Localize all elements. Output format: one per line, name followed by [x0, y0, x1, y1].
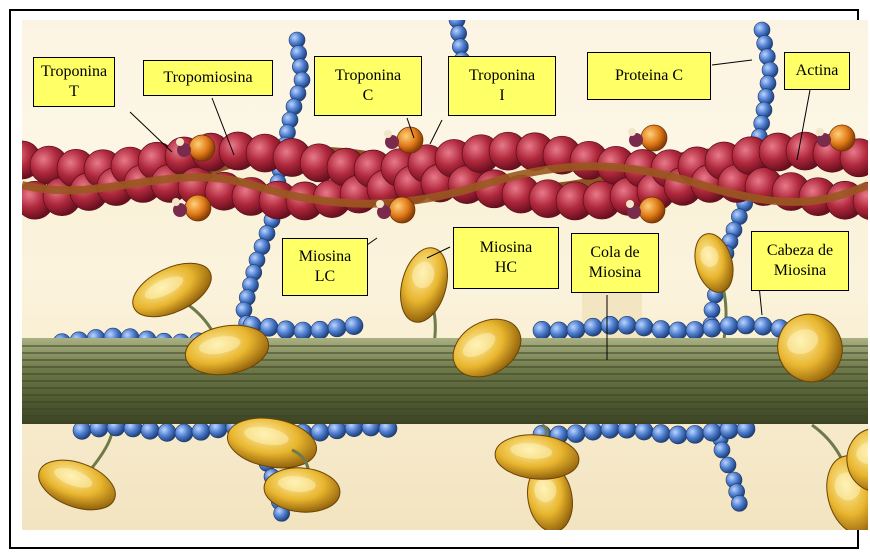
label-miosina-lc: Miosina LC — [282, 238, 368, 296]
label-actina: Actina — [784, 52, 850, 90]
label-troponina-t: Troponina T — [33, 57, 115, 107]
label-troponina-i: Troponina I — [448, 56, 556, 116]
thick-filament — [22, 338, 868, 424]
label-proteina-c: Proteina C — [587, 52, 711, 100]
label-miosina-hc: Miosina HC — [453, 227, 559, 289]
sarcomere-illustration — [22, 20, 868, 530]
label-cabeza-de-miosina: Cabeza de Miosina — [751, 231, 849, 291]
label-tropomiosina: Tropomiosina — [143, 60, 273, 96]
label-troponina-c: Troponina C — [314, 56, 422, 116]
label-cola-de-miosina: Cola de Miosina — [571, 233, 659, 293]
